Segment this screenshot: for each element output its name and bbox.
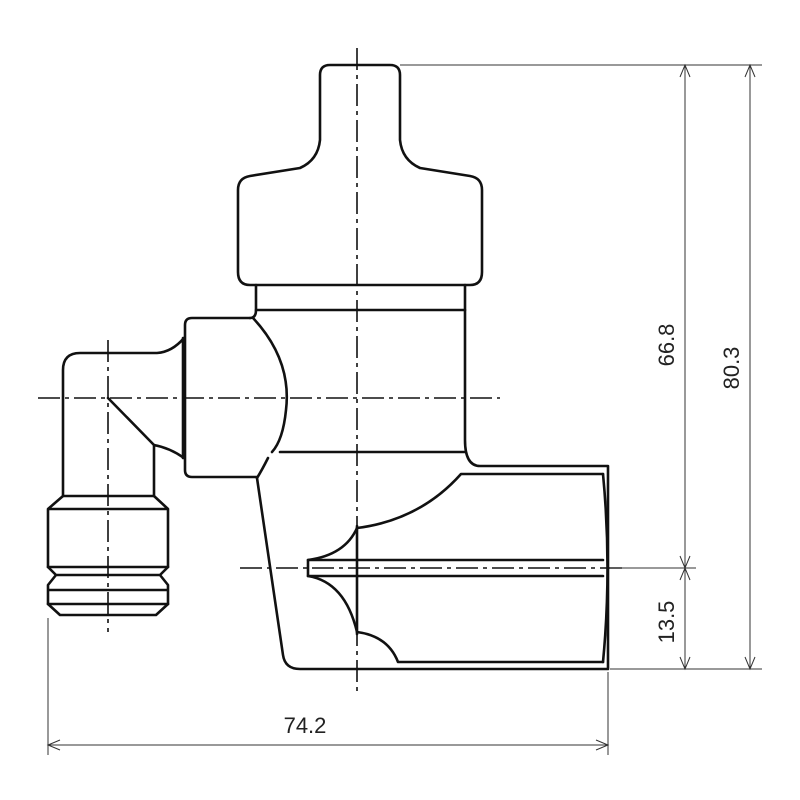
outlet-pin bbox=[306, 558, 605, 578]
fitting-groove bbox=[46, 565, 170, 606]
dim-top-to-outlet-label: 66.8 bbox=[654, 324, 679, 367]
cap-outline bbox=[236, 63, 484, 287]
bore-upper bbox=[355, 472, 605, 530]
dim-80-3-line bbox=[744, 63, 756, 671]
cap-collar bbox=[254, 283, 467, 312]
dim-outlet-to-base-label: 13.5 bbox=[654, 601, 679, 644]
centerlines bbox=[38, 48, 622, 695]
inlet-boss bbox=[183, 316, 259, 479]
elbow-miter bbox=[106, 396, 156, 447]
elbow-outline bbox=[61, 336, 186, 498]
dim-66-8-line bbox=[679, 63, 691, 570]
fitting-chamfer bbox=[46, 602, 170, 617]
boss-arc-lower bbox=[255, 456, 270, 480]
valve-body bbox=[183, 308, 610, 671]
dim-width-label: 74.2 bbox=[284, 713, 327, 738]
bore-lower bbox=[355, 630, 605, 664]
dim-74-2-line bbox=[46, 739, 610, 751]
dim-13-5-line bbox=[679, 566, 691, 671]
inlet-elbow bbox=[46, 336, 186, 617]
thread-end bbox=[601, 472, 609, 664]
handle-cap bbox=[236, 63, 484, 312]
dimension-lines bbox=[46, 63, 762, 755]
boss-arc-upper bbox=[251, 316, 289, 454]
dim-height-label: 80.3 bbox=[719, 347, 744, 390]
body-outline bbox=[255, 308, 610, 671]
pin-fillets bbox=[306, 526, 359, 634]
